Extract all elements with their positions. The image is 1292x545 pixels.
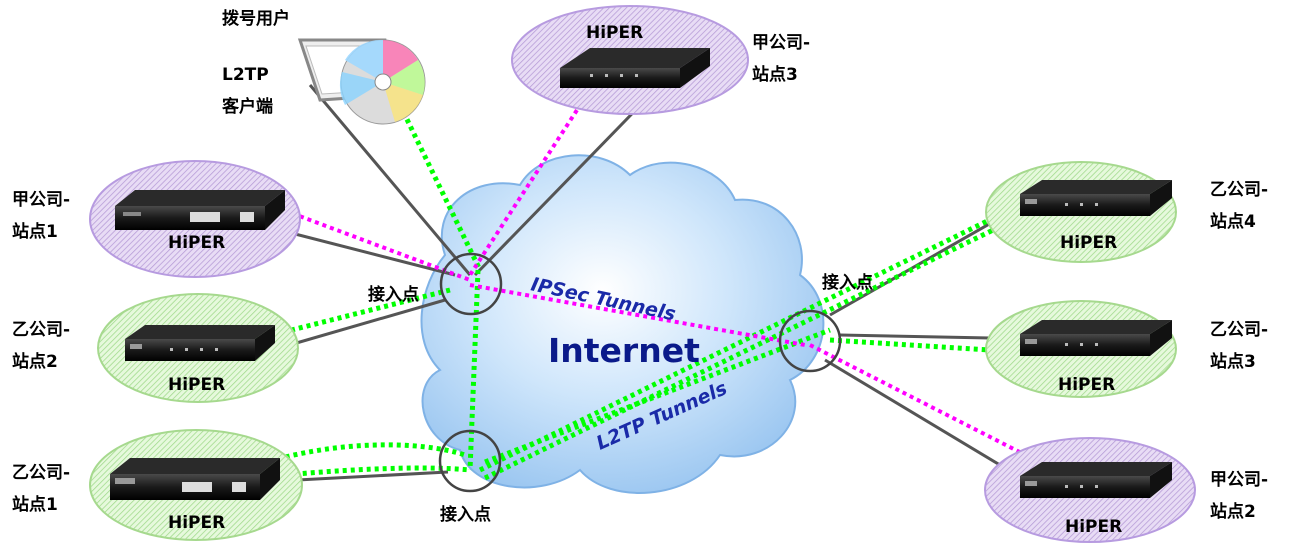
site-name-label: 乙公司- <box>1210 180 1268 200</box>
site-device-label: HiPER <box>586 23 643 43</box>
dialup-client-icon <box>297 38 426 125</box>
site-device-label: HiPER <box>1058 375 1115 395</box>
access-point-circles <box>438 252 842 493</box>
router-icon <box>1020 180 1172 216</box>
site-name-label: 甲公司- <box>1210 470 1268 490</box>
site-device-label: HiPER <box>168 375 225 395</box>
site-device-label: HiPER <box>1060 233 1117 253</box>
site-name-label: 乙公司- <box>12 320 70 340</box>
router-icon <box>125 325 275 361</box>
site-device-label: HiPER <box>168 513 225 533</box>
site-name-label: 站点3 <box>752 64 798 85</box>
access-point-label-bottom: 接入点 <box>440 504 491 525</box>
internet-cloud <box>420 154 825 494</box>
router-devices <box>110 48 1172 500</box>
l2tp-client-label-line2: 客户端 <box>221 96 273 117</box>
site-name-label: 乙公司- <box>1210 320 1268 340</box>
physical-links <box>254 83 1041 485</box>
router-icon <box>560 48 710 88</box>
access-point-label-right: 接入点 <box>822 272 873 293</box>
site-name-label: 乙公司- <box>12 463 70 483</box>
site-name-label: 站点1 <box>12 221 58 242</box>
site-name-label: 甲公司- <box>752 33 810 53</box>
ipsec-tunnels <box>269 88 1046 467</box>
site-name-label: 站点2 <box>12 351 58 372</box>
l2tp-client-label-line1: L2TP <box>222 65 269 85</box>
dialup-user-label: 拨号用户 <box>222 8 290 29</box>
site-name-label: 站点3 <box>1210 351 1256 372</box>
site-name-label: 甲公司- <box>12 190 70 210</box>
site-device-label: HiPER <box>1065 517 1122 537</box>
router-icon <box>115 190 285 230</box>
site-name-label: 站点1 <box>12 494 58 515</box>
site-device-label: HiPER <box>168 233 225 253</box>
router-icon <box>1020 320 1172 356</box>
router-icon <box>110 458 280 500</box>
router-icon <box>1020 462 1172 498</box>
disc-icon <box>339 39 426 125</box>
site-name-label: 站点2 <box>1210 501 1256 522</box>
access-point-label-left-top: 接入点 <box>368 284 419 305</box>
internet-label: Internet <box>548 331 700 370</box>
site-name-label: 站点4 <box>1210 211 1256 232</box>
